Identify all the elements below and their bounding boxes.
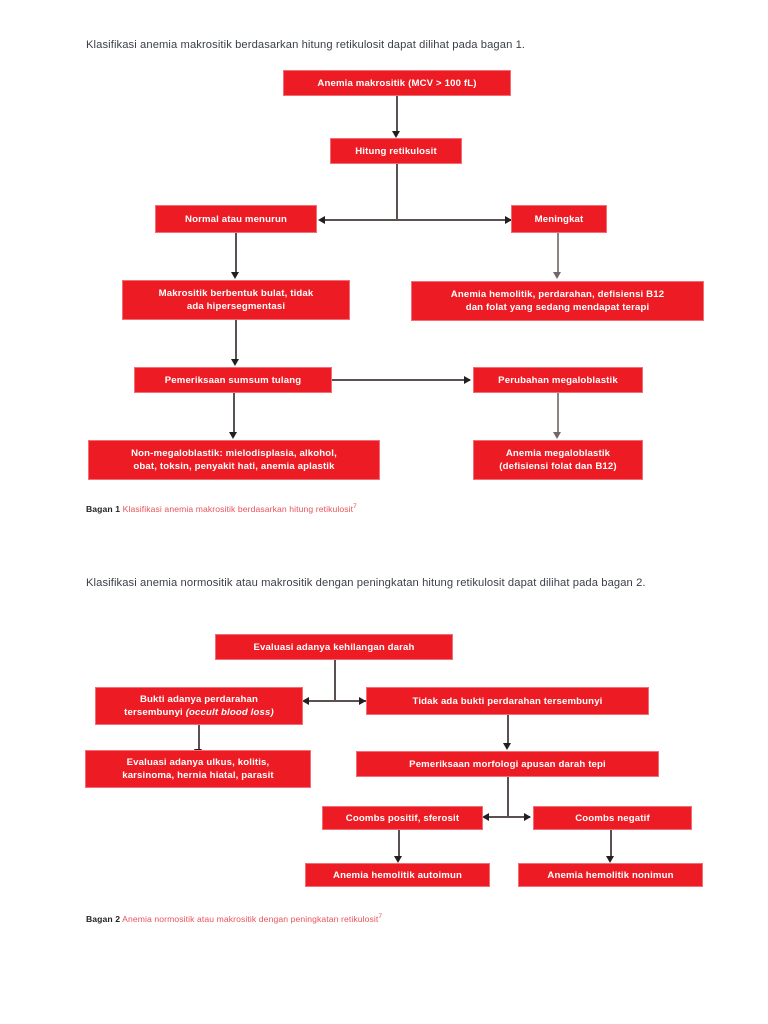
node-anemia-megaloblastik: Anemia megaloblastik (defisiensi folat d… <box>473 440 643 480</box>
arrowhead-bukti-perdarahan <box>302 696 309 705</box>
connector-coombs-split-bar <box>486 816 530 818</box>
caption-2-label: Bagan 2 <box>86 913 121 924</box>
arrowhead-tidak-ada-bukti <box>359 696 366 705</box>
caption-1-superscript: 7 <box>353 503 357 510</box>
node-anemia-makrositik: Anemia makrositik (MCV > 100 fL) <box>283 70 511 96</box>
node-evaluasi-kehilangan-darah: Evaluasi adanya kehilangan darah <box>215 634 453 660</box>
arrowhead-coombs-positif <box>482 812 489 821</box>
node-anemia-hemolitik-line1: Anemia hemolitik, perdarahan, defisiensi… <box>450 289 665 300</box>
node-coombs-negatif: Coombs negatif <box>533 806 692 830</box>
caption-bagan-2: Bagan 2 Anemia normositik atau makrositi… <box>86 911 382 925</box>
caption-2-superscript: 7 <box>378 913 383 920</box>
node-anemia-hemolitik-nonimun: Anemia hemolitik nonimun <box>518 863 703 887</box>
caption-1-label: Bagan 1 <box>86 503 121 514</box>
arrowhead-non-megaloblastik <box>228 432 237 439</box>
node-anemia-megaloblastik-line1: Anemia megaloblastik <box>505 448 611 459</box>
node-evaluasi-ulkus: Evaluasi adanya ulkus, kolitis, karsinom… <box>85 750 311 788</box>
connector-split-bar <box>322 219 512 221</box>
node-meningkat: Meningkat <box>511 205 607 233</box>
node-makrositik-bulat-line1: Makrositik berbentuk bulat, tidak <box>158 288 314 299</box>
node-normal-atau-menurun: Normal atau menurun <box>155 205 317 233</box>
node-tidak-ada-bukti-perdarahan: Tidak ada bukti perdarahan tersembunyi <box>366 687 649 715</box>
intro-paragraph-2: Klasifikasi anemia normositik atau makro… <box>86 577 646 589</box>
node-anemia-hemolitik-autoimun: Anemia hemolitik autoimun <box>305 863 490 887</box>
node-non-megaloblastik: Non-megaloblastik: mielodisplasia, alkoh… <box>88 440 380 480</box>
connector-sumsum-to-perubahan <box>332 379 470 381</box>
arrowhead-anemia-hemolitik <box>552 272 561 279</box>
connector-coombs-negatif-to-nonimun <box>610 830 612 859</box>
node-evaluasi-ulkus-line2: karsinoma, hernia hiatal, parasit <box>122 770 274 781</box>
connector-normal-to-makrositik <box>235 233 237 275</box>
connector-bukti-to-evaluasi-ulkus <box>198 725 200 752</box>
node-bukti-perdarahan-line1: Bukti adanya perdarahan <box>139 694 259 705</box>
node-hitung-retikulosit: Hitung retikulosit <box>330 138 462 164</box>
connector-morfologi-stem <box>507 777 509 816</box>
connector-perubahan-to-anemia-megaloblastik <box>557 393 559 435</box>
node-coombs-positif: Coombs positif, sferosit <box>322 806 483 830</box>
node-perubahan-megaloblastik: Perubahan megaloblastik <box>473 367 643 393</box>
arrowhead-normal-atau-menurun <box>318 215 325 224</box>
arrowhead-meningkat <box>505 215 512 224</box>
caption-1-text: Klasifikasi anemia makrositik berdasarka… <box>122 503 354 514</box>
node-morfologi-apusan-darah: Pemeriksaan morfologi apusan darah tepi <box>356 751 659 777</box>
arrowhead-pemeriksaan-sumsum-tulang <box>230 359 239 366</box>
arrowhead-anemia-hemolitik-autoimun <box>393 856 402 863</box>
arrowhead-anemia-hemolitik-nonimun <box>605 856 614 863</box>
node-bukti-perdarahan-line2-plain: tersembunyi <box>124 707 186 718</box>
node-pemeriksaan-sumsum-tulang: Pemeriksaan sumsum tulang <box>134 367 332 393</box>
node-anemia-megaloblastik-line2: (defisiensi folat dan B12) <box>499 461 617 472</box>
node-evaluasi-ulkus-line1: Evaluasi adanya ulkus, kolitis, <box>126 757 270 768</box>
node-bukti-perdarahan-line2-italic: (occult blood loss) <box>185 707 274 718</box>
node-makrositik-bulat-line2: ada hipersegmentasi <box>186 301 286 312</box>
connector-tidak-ada-to-morfologi <box>507 715 509 746</box>
connector-chart2-split-bar <box>306 700 366 702</box>
node-non-megaloblastik-line2: obat, toksin, penyakit hati, anemia apla… <box>133 461 335 472</box>
caption-bagan-1: Bagan 1 Klasifikasi anemia makrositik be… <box>86 501 357 515</box>
arrowhead-coombs-negatif <box>524 812 531 821</box>
connector-sumsum-to-nonmegaloblastik <box>233 393 235 435</box>
arrowhead-reticulocyte <box>391 131 400 138</box>
node-non-megaloblastik-line1: Non-megaloblastik: mielodisplasia, alkoh… <box>131 448 337 459</box>
connector-makrositik-to-sumsum <box>235 320 237 362</box>
node-anemia-hemolitik: Anemia hemolitik, perdarahan, defisiensi… <box>411 281 704 321</box>
connector-reticulocyte-stem <box>396 164 398 220</box>
node-anemia-hemolitik-line2: dan folat yang sedang mendapat terapi <box>465 302 650 313</box>
arrowhead-perubahan-megaloblastik <box>464 375 471 384</box>
arrowhead-morfologi-apusan <box>502 743 511 750</box>
intro-paragraph-1: Klasifikasi anemia makrositik berdasarka… <box>86 39 526 51</box>
node-bukti-perdarahan-tersembunyi: Bukti adanya perdarahan tersembunyi (occ… <box>95 687 303 725</box>
connector-coombs-positif-to-autoimun <box>398 830 400 859</box>
connector-root-to-reticulocyte <box>396 96 398 134</box>
node-bukti-perdarahan-line2: tersembunyi (occult blood loss) <box>124 706 274 719</box>
caption-2-text: Anemia normositik atau makrositik dengan… <box>122 913 379 924</box>
connector-meningkat-to-hemolitik <box>557 233 559 275</box>
node-makrositik-bulat: Makrositik berbentuk bulat, tidak ada hi… <box>122 280 350 320</box>
connector-evaluasi-stem <box>334 660 336 701</box>
arrowhead-makrositik-bulat <box>230 272 239 279</box>
arrowhead-anemia-megaloblastik <box>552 432 561 439</box>
